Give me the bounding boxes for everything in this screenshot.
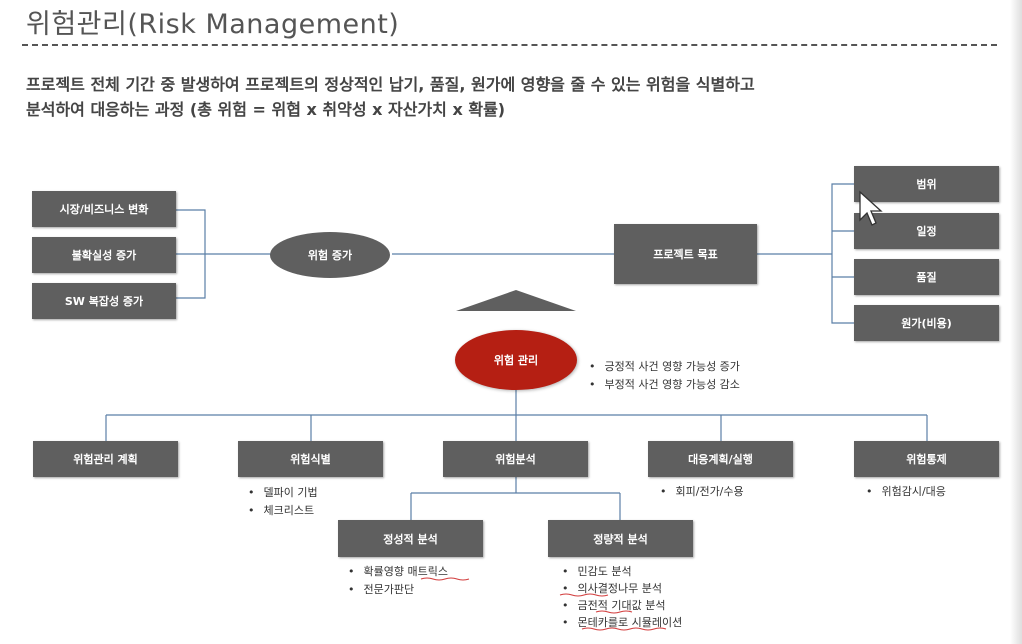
description-line-1: 프로젝트 전체 기간 중 발생하여 프로젝트의 정상적인 납기, 품질, 원가에…	[26, 75, 755, 94]
page-title: 위험관리(Risk Management)	[26, 9, 400, 40]
list-item: 금전적 기대값 분석	[562, 597, 682, 614]
list-item: 민감도 분석	[562, 563, 682, 580]
process-control: 위험통제	[854, 441, 999, 477]
pivot-triangle	[456, 290, 576, 311]
list-item: 의사결정나무 분석	[562, 580, 682, 597]
cause-market-change: 시장/비즈니스 변화	[32, 191, 176, 227]
mouse-cursor-icon	[859, 190, 883, 226]
list-item: 회피/전가/수용	[660, 483, 744, 501]
list-item: 확률영향 매트릭스	[348, 563, 448, 581]
description: 프로젝트 전체 기간 중 발생하여 프로젝트의 정상적인 납기, 품질, 원가에…	[26, 72, 1001, 122]
cause-uncertainty: 불확실성 증가	[32, 237, 176, 273]
cause-sw-complexity: SW 복잡성 증가	[32, 283, 176, 319]
quantitative-items: 민감도 분석 의사결정나무 분석 금전적 기대값 분석 몬테카를로 시뮬레이션	[562, 563, 683, 631]
edge-shadow	[1010, 0, 1022, 644]
list-item: 긍정적 사건 영향 가능성 증가	[589, 358, 740, 376]
list-item: 부정적 사건 영향 가능성 감소	[589, 376, 740, 394]
quantitative-analysis: 정량적 분석	[548, 520, 693, 557]
project-goal-box: 프로젝트 목표	[614, 224, 757, 284]
process-response: 대응계획/실행	[648, 441, 793, 477]
risk-increase-ellipse: 위험 증가	[270, 232, 390, 278]
risk-management-ellipse: 위험 관리	[455, 330, 577, 390]
title-divider	[22, 44, 997, 46]
list-item: 위험감시/대응	[866, 483, 946, 501]
goal-quality: 품질	[854, 259, 999, 295]
qualitative-analysis: 정성적 분석	[338, 520, 483, 557]
goal-scope: 범위	[854, 166, 999, 202]
list-item: 델파이 기법	[248, 484, 318, 502]
process-identify: 위험식별	[238, 441, 383, 477]
list-item: 체크리스트	[248, 502, 318, 520]
control-items: 위험감시/대응	[866, 483, 946, 501]
identify-items: 델파이 기법 체크리스트	[248, 484, 318, 520]
process-plan: 위험관리 계획	[33, 441, 178, 477]
goal-schedule: 일정	[854, 213, 999, 249]
process-analyze: 위험분석	[443, 441, 588, 477]
response-items: 회피/전가/수용	[660, 483, 744, 501]
list-item: 몬테카를로 시뮬레이션	[562, 614, 683, 631]
description-line-2: 분석하여 대응하는 과정 (총 위험 = 위협 x 취약성 x 자산가치 x 확…	[26, 100, 506, 119]
risk-management-notes: 긍정적 사건 영향 가능성 증가 부정적 사건 영향 가능성 감소	[589, 358, 740, 394]
qualitative-items: 확률영향 매트릭스 전문가판단	[348, 563, 448, 599]
list-item: 전문가판단	[348, 581, 448, 599]
goal-cost: 원가(비용)	[854, 305, 999, 341]
